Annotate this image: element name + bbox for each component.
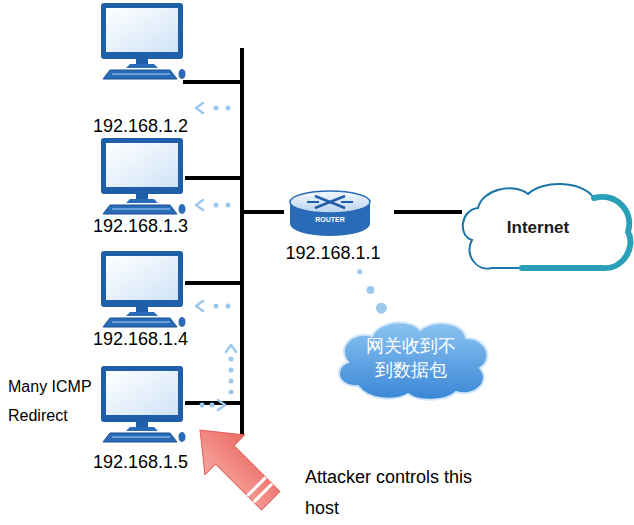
computer-icon [100, 365, 186, 443]
ip-address: 192.168.1.5 [75, 451, 206, 473]
cloud-label: Internet [462, 217, 614, 239]
note-label: Many ICMP Redirect [8, 372, 106, 430]
redirect-arrowhead [196, 103, 236, 410]
host-computer: 192.168.1.3 [75, 137, 206, 237]
ip-address: 192.168.1.3 [75, 215, 206, 237]
host-link [183, 80, 242, 84]
callout-text: 网关收到不到数据包 [363, 334, 459, 382]
router-icon [289, 190, 371, 238]
connector-line [394, 210, 462, 214]
computer-icon [100, 250, 186, 328]
host-computer: 192.168.1.5 [75, 365, 206, 473]
router-link [242, 210, 284, 214]
router: ROUTER 192.168.1.1 [272, 190, 394, 264]
bubble-content: 网关收到不到数据包 [328, 316, 494, 400]
computer-icon [100, 2, 186, 80]
bubble-shape [328, 316, 494, 400]
computer-icon [100, 137, 186, 215]
bus-line [240, 48, 244, 435]
thought-dot [376, 303, 387, 314]
attacker-arrow [180, 410, 290, 520]
internet-cloud: Internet [462, 180, 634, 280]
ip-address: 192.168.1.4 [75, 328, 206, 350]
host-computer: 192.168.1.2 [75, 2, 206, 137]
host-link [185, 281, 242, 285]
thought-dot [357, 269, 362, 274]
host-link [185, 176, 242, 180]
ip-address: 192.168.1.1 [272, 242, 394, 264]
note-label: Attacker controls this host [305, 462, 510, 524]
host-computer: 192.168.1.4 [75, 250, 206, 350]
thought-dots [357, 269, 387, 313]
connector-line [394, 212, 462, 213]
router-tag: ROUTER [289, 215, 371, 224]
thought-dot [367, 286, 375, 294]
redirect-arrow [200, 106, 234, 408]
callout-bubble: 网关收到不到数据包 [328, 316, 494, 400]
ip-address: 192.168.1.2 [75, 115, 206, 137]
